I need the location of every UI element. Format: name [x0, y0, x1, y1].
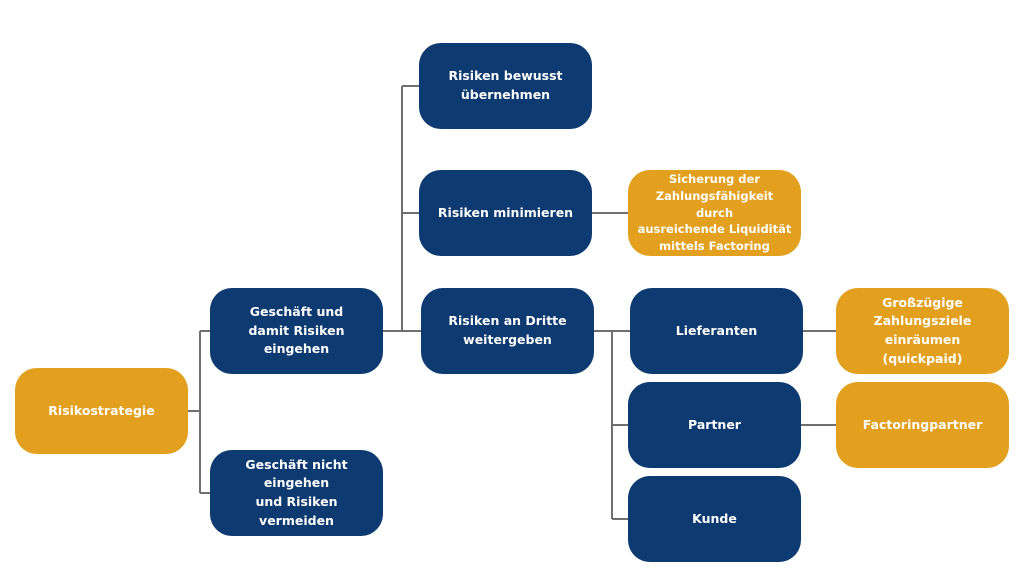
- node-kunde: Kunde: [628, 476, 801, 562]
- node-risiken-dritte: Risiken an Dritte weitergeben: [421, 288, 594, 374]
- node-factoringpartner: Factoringpartner: [836, 382, 1009, 468]
- node-risikostrategie: Risikostrategie: [15, 368, 188, 454]
- node-zahlungsziele: Großzügige Zahlungsziele einräumen (quic…: [836, 288, 1009, 374]
- node-geschaeft-nicht-eingehen: Geschäft nicht eingehen und Risiken verm…: [210, 450, 383, 536]
- node-lieferanten: Lieferanten: [630, 288, 803, 374]
- node-geschaeft-eingehen: Geschäft und damit Risiken eingehen: [210, 288, 383, 374]
- node-risiken-bewusst: Risiken bewusst übernehmen: [419, 43, 592, 129]
- node-sicherung-factoring: Sicherung der Zahlungsfähigkeit durch au…: [628, 170, 801, 256]
- node-partner: Partner: [628, 382, 801, 468]
- node-risiken-minimieren: Risiken minimieren: [419, 170, 592, 256]
